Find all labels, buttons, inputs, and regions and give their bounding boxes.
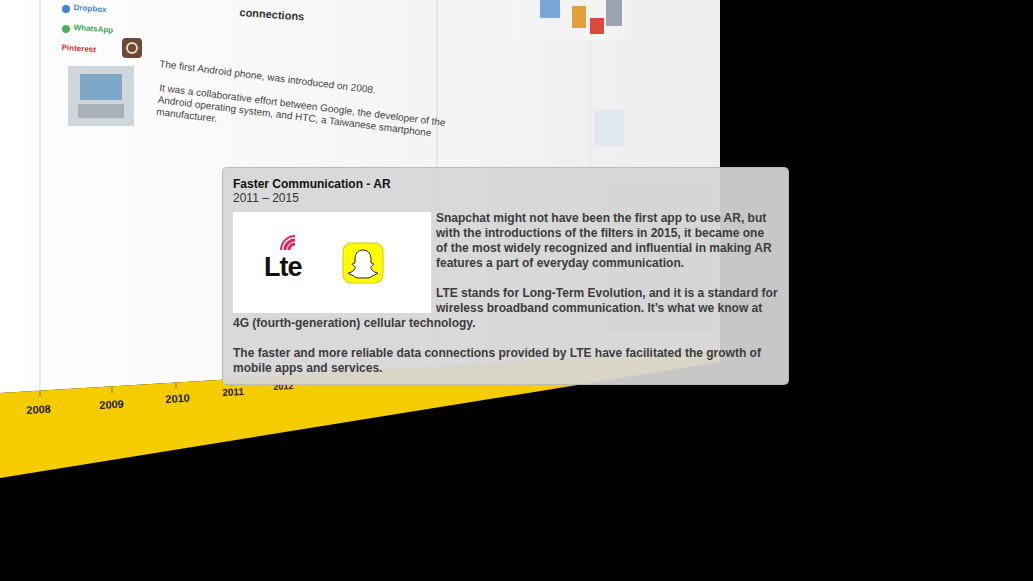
timeline-label: 2011 [222, 386, 244, 398]
event-body: Snapchat might not have been the first a… [233, 211, 778, 271]
whatsapp-icon [62, 25, 70, 33]
event-image: Lte [233, 212, 431, 313]
instagram-icon [122, 38, 142, 58]
collage-image [515, 0, 625, 40]
phone-photo [68, 66, 134, 126]
event-body: The faster and more reliable data connec… [233, 346, 778, 376]
timeline-label: 2008 [26, 403, 51, 416]
grid-line [40, 0, 41, 392]
phone-screen [80, 74, 122, 100]
phone-keyboard [78, 104, 124, 118]
event-date: 2011 – 2015 [233, 191, 778, 205]
lte-logo-text: Lte [264, 252, 302, 283]
small-chart [594, 110, 624, 146]
event-popup: Faster Communication - AR2011 – 2015LteS… [222, 167, 789, 385]
timeline-label: 2009 [99, 398, 124, 411]
logo-art [233, 212, 431, 313]
timeline-label: 2010 [165, 392, 190, 405]
event-title: Faster Communication - AR [233, 177, 778, 191]
dropbox-icon [62, 5, 70, 13]
axis-ticks [40, 380, 232, 397]
event-body: LTE stands for Long-Term Evolution, and … [233, 286, 778, 331]
